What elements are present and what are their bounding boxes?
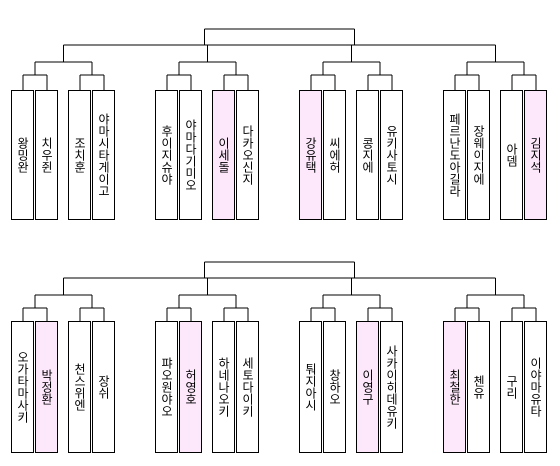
player-name: 천스위엔 [72,363,87,411]
player-box: 천스위엔 [68,321,91,453]
player-box: 퍄오원야오 [155,321,178,453]
player-box: 이영구 [356,321,379,453]
player-box: 씨에허 [323,90,346,220]
player-box: 이야마유타 [524,321,547,453]
player-box: 박정환 [35,321,58,453]
player-name: 퉈지아시 [303,363,318,411]
player-box: 이세돌 [212,90,235,220]
player-name: 사카이히데유키 [384,345,399,429]
player-box: 김지석 [524,90,547,220]
player-name: 장쉬 [96,375,111,399]
player-name: 후이지슈야 [159,125,174,185]
player-box: 야마다기미오 [179,90,202,220]
player-name: 씨에허 [327,137,342,173]
player-box: 유키사토시 [380,90,403,220]
player-box: 창하오 [323,321,346,453]
player-name: 야마시타게이고 [96,113,111,197]
player-name: 박정환 [39,369,54,405]
player-box: 강유택 [299,90,322,220]
player-name: 왕밍완 [15,137,30,173]
player-name: 야마다기미오 [183,119,198,191]
player-name: 유키사토시 [384,125,399,185]
player-name: 퍄오원야오 [159,357,174,417]
player-name: 허영호 [183,369,198,405]
player-name: 강유택 [303,137,318,173]
player-box: 세토다이키 [236,321,259,453]
player-name: 최철한 [447,369,462,405]
player-name: 아뎀 [504,143,519,167]
player-name: 치우쥔 [39,137,54,173]
player-box: 구리 [500,321,523,453]
player-name: 하네나오키 [216,357,231,417]
player-box: 후이지슈야 [155,90,178,220]
player-box: 허영호 [179,321,202,453]
player-name: 이야마유타 [528,357,543,417]
player-box: 치우쥔 [35,90,58,220]
player-box: 장쉬 [92,321,115,453]
player-name: 구리 [504,375,519,399]
player-box: 하네나오키 [212,321,235,453]
player-box: 다카오신지 [236,90,259,220]
player-name: 이세돌 [216,137,231,173]
player-box: 콩지에 [356,90,379,220]
player-name: 페르난도아길라 [447,113,462,197]
player-name: 다카오신지 [240,125,255,185]
player-box: 사카이히데유키 [380,321,403,453]
player-box: 최철한 [443,321,466,453]
player-box: 오가타마사키 [11,321,34,453]
player-name: 오가타마사키 [15,351,30,423]
player-name: 장웨이지에 [471,125,486,185]
player-box: 조치훈 [68,90,91,220]
player-name: 조치훈 [72,137,87,173]
player-box: 퉈지아시 [299,321,322,453]
player-name: 창하오 [327,369,342,405]
player-box: 첸유 [467,321,490,453]
player-box: 야마시타게이고 [92,90,115,220]
player-name: 이영구 [360,369,375,405]
player-name: 첸유 [471,375,486,399]
player-box: 아뎀 [500,90,523,220]
player-name: 김지석 [528,137,543,173]
player-box: 왕밍완 [11,90,34,220]
player-box: 페르난도아길라 [443,90,466,220]
player-name: 콩지에 [360,137,375,173]
player-box: 장웨이지에 [467,90,490,220]
player-name: 세토다이키 [240,357,255,417]
